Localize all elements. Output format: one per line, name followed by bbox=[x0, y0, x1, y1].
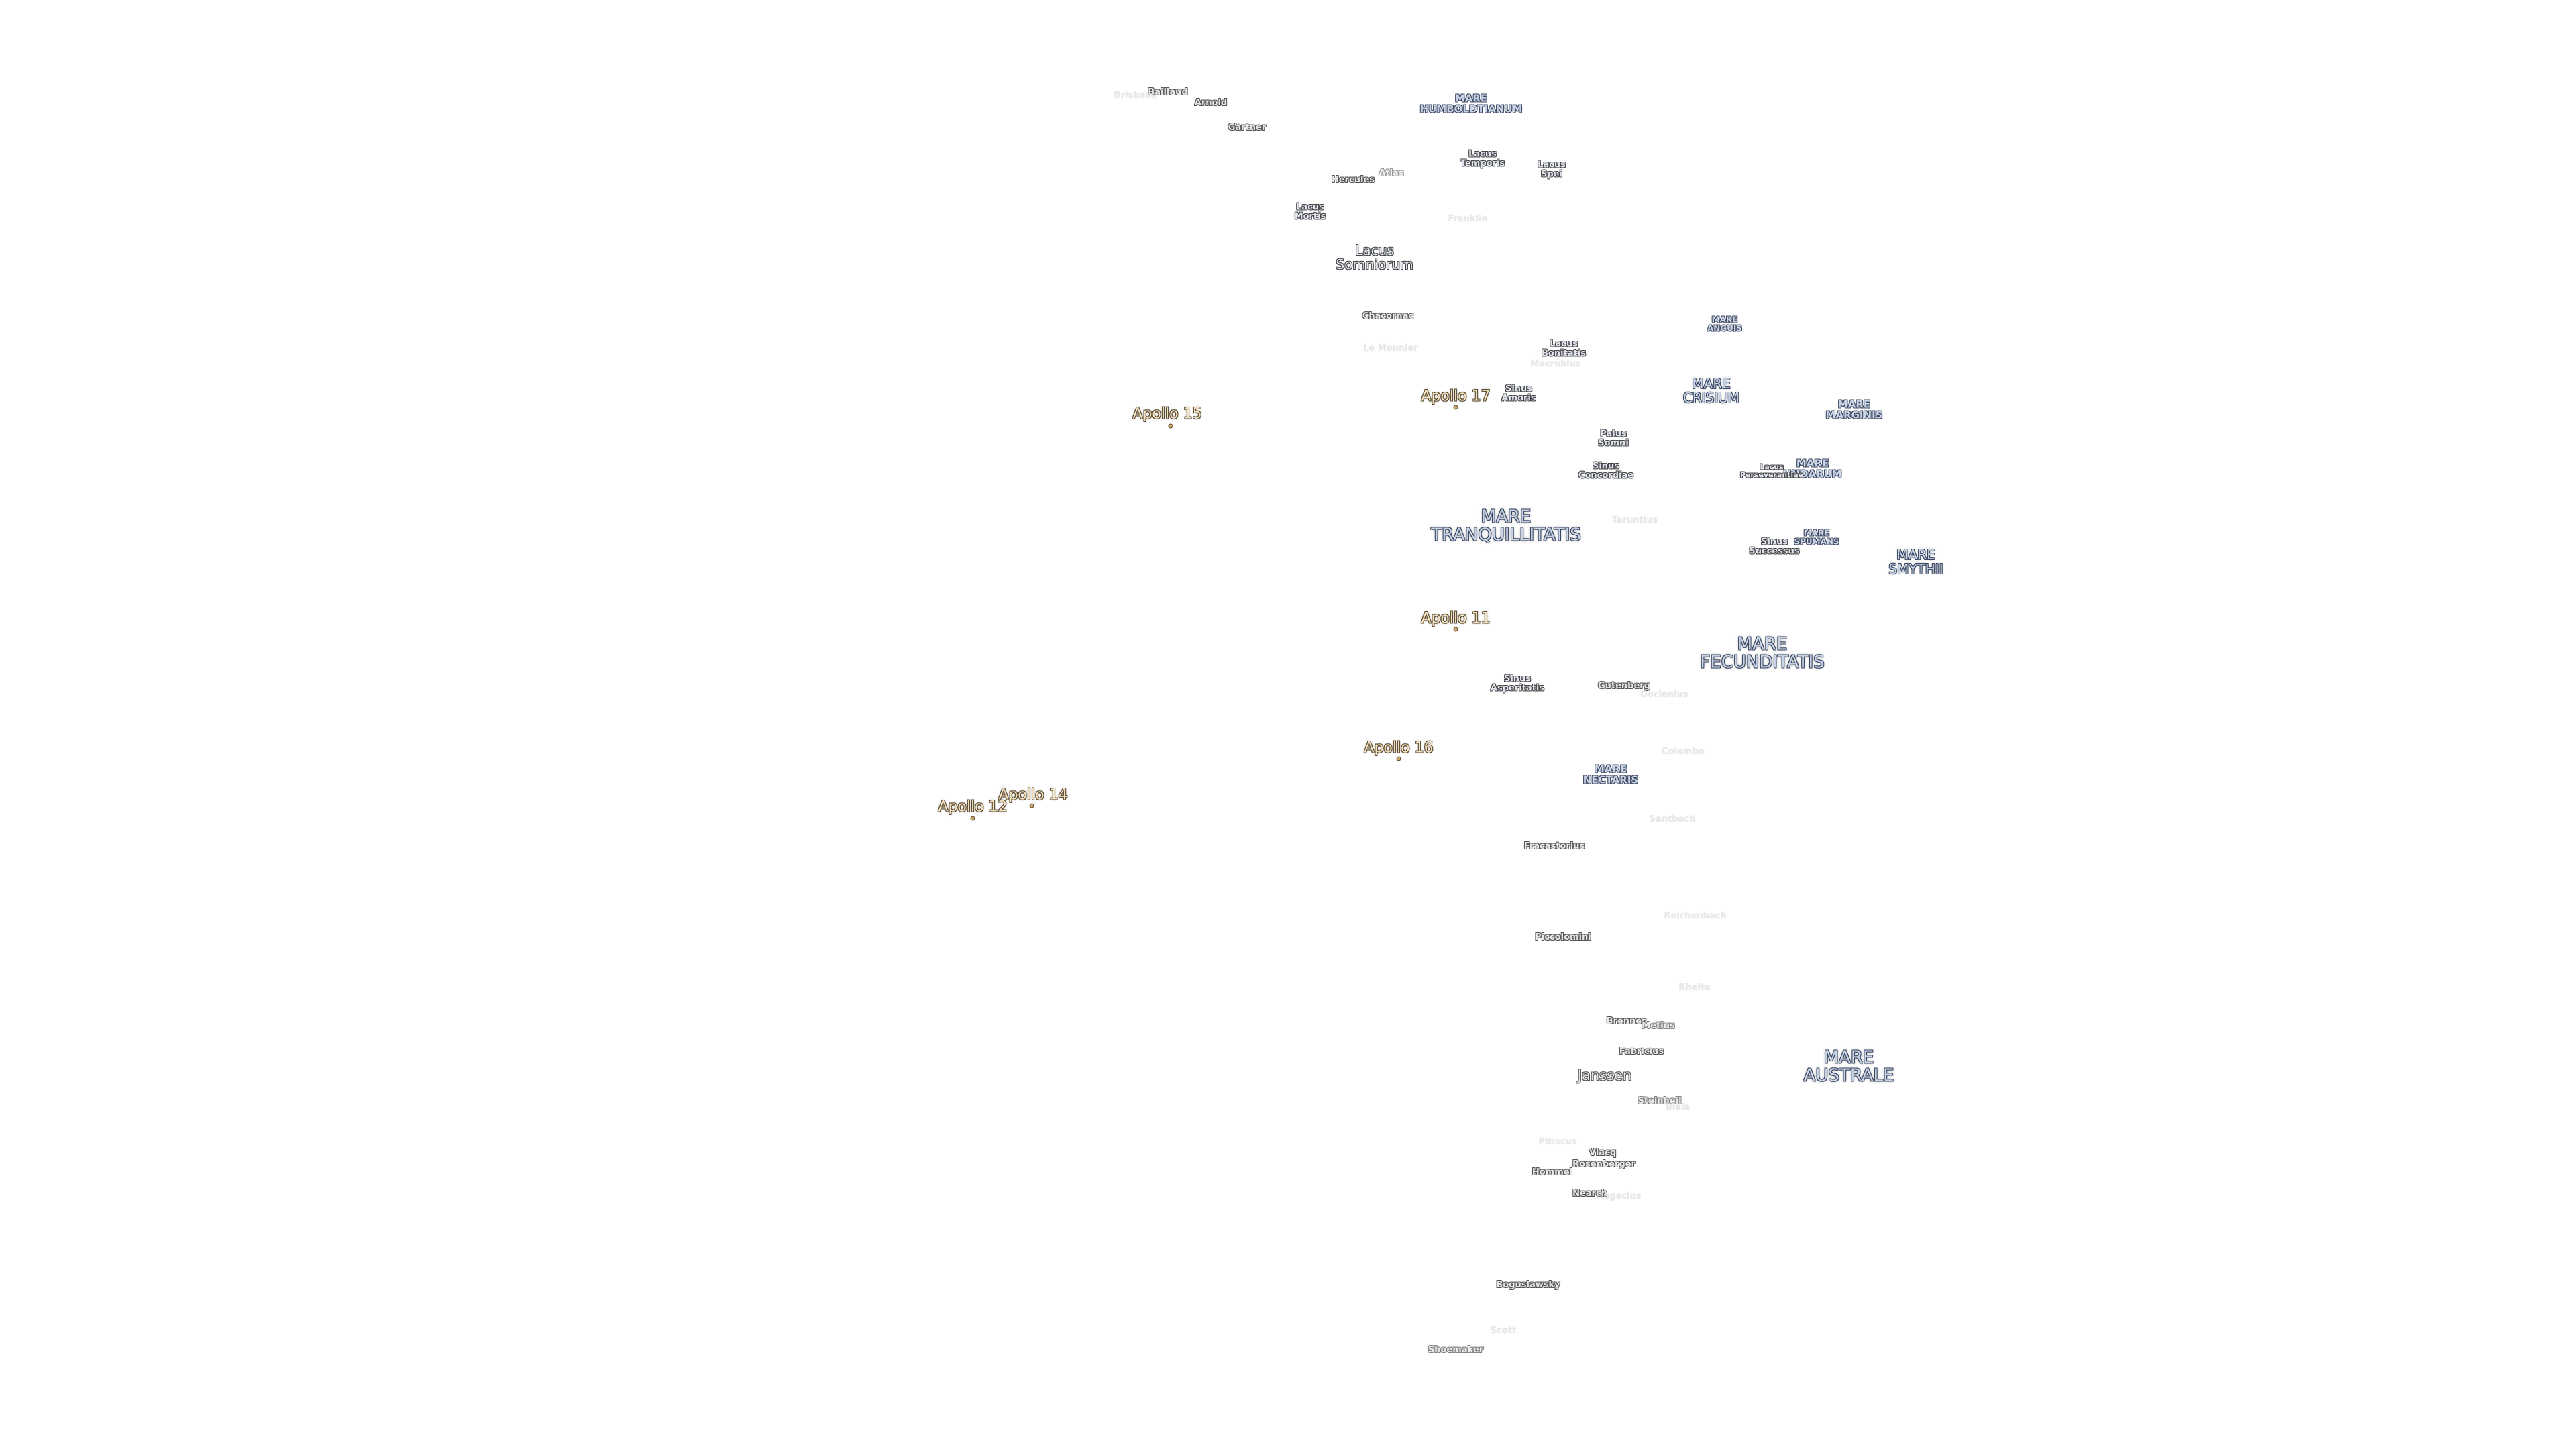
lacus-mortis-label[interactable]: Lacus Mortis bbox=[1294, 202, 1326, 221]
chacornac-crater-label[interactable]: Chacornac bbox=[1362, 311, 1414, 322]
biela-crater-label[interactable]: Biela bbox=[1665, 1102, 1690, 1113]
apollo-15-label[interactable]: Apollo 15 bbox=[1132, 405, 1202, 423]
mare-australe-label[interactable]: MARE AUSTRALE bbox=[1803, 1047, 1894, 1086]
rheita-crater-label[interactable]: Rheita bbox=[1678, 983, 1711, 994]
mare-nectaris-label[interactable]: MARE NECTARIS bbox=[1582, 763, 1639, 786]
hommel-crater-label[interactable]: Hommel bbox=[1532, 1167, 1573, 1178]
apollo-12-site-marker[interactable] bbox=[970, 816, 975, 821]
apollo-16-label[interactable]: Apollo 16 bbox=[1364, 739, 1434, 757]
piccolomini-crater-label[interactable]: Piccolomini bbox=[1535, 932, 1591, 943]
apollo-17-label[interactable]: Apollo 17 bbox=[1421, 388, 1491, 405]
nearch-crater-label[interactable]: Nearch bbox=[1572, 1189, 1607, 1199]
hercules-crater-label[interactable]: Hercules bbox=[1331, 175, 1375, 186]
gartner-crater-label[interactable]: Gärtner bbox=[1228, 123, 1267, 133]
brenner-crater-label[interactable]: Brenner bbox=[1606, 1016, 1646, 1027]
janssen-crater-label[interactable]: Janssen bbox=[1577, 1067, 1632, 1083]
lacus-spei-label[interactable]: Lacus Spei bbox=[1538, 160, 1566, 179]
sinus-successus-label[interactable]: Sinus Successus bbox=[1749, 537, 1800, 556]
mare-tranquillitatis-label[interactable]: MARE TRANQUILLITATIS bbox=[1431, 506, 1581, 545]
taruntius-crater-label[interactable]: Taruntius bbox=[1611, 515, 1658, 526]
baillaud-crater-label[interactable]: Baillaud bbox=[1148, 87, 1188, 98]
vlacq-crater-label[interactable]: Vlacq bbox=[1589, 1148, 1617, 1159]
lacus-somniorum-label[interactable]: Lacus Somniorum bbox=[1336, 242, 1413, 272]
mare-crisium-label[interactable]: MARE CRISIUM bbox=[1682, 376, 1740, 406]
hagecius-crater-label[interactable]: Hagecius bbox=[1596, 1191, 1642, 1202]
mare-fecunditatis-label[interactable]: MARE FECUNDITATIS bbox=[1700, 634, 1825, 673]
brisbane-crater-label[interactable]: Brisbane bbox=[1114, 91, 1158, 101]
lacus-perseverantiae-label[interactable]: Lacus Perseverantiae bbox=[1739, 462, 1804, 479]
apollo-11-site-marker[interactable] bbox=[1453, 627, 1458, 632]
apollo-11-label[interactable]: Apollo 11 bbox=[1421, 610, 1491, 627]
sinus-amoris-label[interactable]: Sinus Amoris bbox=[1501, 384, 1536, 403]
apollo-17-site-marker[interactable] bbox=[1453, 405, 1458, 410]
apollo-16-site-marker[interactable] bbox=[1396, 756, 1401, 761]
apollo-12-label[interactable]: Apollo 12 bbox=[938, 798, 1008, 816]
sinus-asperitatis-label[interactable]: Sinus Asperitatis bbox=[1490, 674, 1545, 693]
mare-anguis-label[interactable]: MARE ANGUIS bbox=[1707, 315, 1743, 333]
rosenberger-crater-label[interactable]: Rosenberger bbox=[1572, 1159, 1635, 1170]
lacus-bonitatis-label[interactable]: Lacus Bonitatis bbox=[1542, 339, 1586, 358]
lacus-temporis-label[interactable]: Lacus Temporis bbox=[1460, 149, 1505, 168]
steinheil-crater-label[interactable]: Steinheil bbox=[1638, 1096, 1682, 1107]
reichenbach-crater-label[interactable]: Reichenbach bbox=[1664, 911, 1727, 922]
mare-spumans-label[interactable]: MARE SPUMANS bbox=[1794, 528, 1839, 546]
franklin-crater-label[interactable]: Franklin bbox=[1448, 214, 1488, 225]
shoemaker-crater-label[interactable]: Shoemaker bbox=[1428, 1345, 1484, 1356]
apollo-15-site-marker[interactable] bbox=[1168, 423, 1173, 429]
mare-smythii-label[interactable]: MARE SMYTHII bbox=[1888, 547, 1943, 577]
sinus-concordiae-label[interactable]: Sinus Concordiae bbox=[1578, 461, 1634, 480]
metius-crater-label[interactable]: Metius bbox=[1642, 1021, 1675, 1032]
apollo-14-label[interactable]: Apollo 14 bbox=[998, 786, 1068, 804]
mare-undarum-label[interactable]: MARE UNDARUM bbox=[1783, 457, 1842, 480]
scott-crater-label[interactable]: Scott bbox=[1490, 1326, 1517, 1336]
santbech-crater-label[interactable]: Santbech bbox=[1649, 814, 1696, 825]
goclenius-crater-label[interactable]: Goclenius bbox=[1640, 690, 1688, 700]
arnold-crater-label[interactable]: Arnold bbox=[1194, 98, 1228, 109]
atlas-crater-label[interactable]: Atlas bbox=[1379, 168, 1404, 179]
fracastorius-crater-label[interactable]: Fracastorius bbox=[1523, 841, 1585, 852]
le-monnier-crater-label[interactable]: Le Monnier bbox=[1363, 343, 1418, 354]
pitiscus-crater-label[interactable]: Pitiscus bbox=[1538, 1137, 1577, 1148]
fabricius-crater-label[interactable]: Fabricius bbox=[1619, 1046, 1664, 1057]
apollo-14-site-marker[interactable] bbox=[1029, 803, 1034, 808]
macrobius-crater-label[interactable]: Macrobius bbox=[1530, 359, 1581, 370]
mare-humboldtianum-label[interactable]: MARE HUMBOLDTIANUM bbox=[1419, 92, 1523, 115]
colombo-crater-label[interactable]: Colombo bbox=[1662, 747, 1705, 757]
palus-somni-label[interactable]: Palus Somni bbox=[1598, 429, 1629, 448]
boguslawsky-crater-label[interactable]: Boguslawsky bbox=[1496, 1280, 1560, 1291]
gutenberg-crater-label[interactable]: Gutenberg bbox=[1597, 681, 1651, 692]
mare-marginis-label[interactable]: MARE MARGINIS bbox=[1825, 398, 1883, 421]
